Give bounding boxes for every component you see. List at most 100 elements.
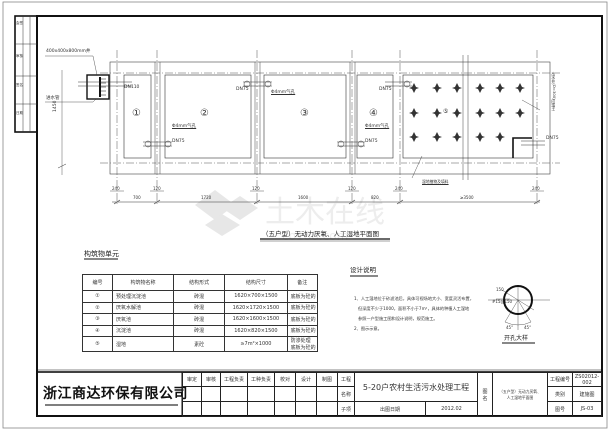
hole-radius-label: 150 (496, 287, 504, 292)
dimension-text: 700 (133, 195, 141, 200)
table-row: ④ 沉淀池 砖混 1620×820×1500 底板为砼的 (81, 324, 319, 337)
wetland-note: 湿地植物及填料 (422, 179, 449, 184)
category-value: 建施图 (572, 386, 602, 402)
project-no-label: 工程编号 (547, 372, 573, 387)
design-note-line: 2、图示示意。 (354, 326, 382, 331)
project-label: 工程 (337, 372, 355, 387)
cell-name: 厌氧池 (112, 313, 174, 326)
cell-no: ④ (81, 324, 114, 337)
company-name: 浙江商达环保有限公司 (43, 386, 188, 402)
table-row: ② 厌氧水解池 砖混 1620×1720×1500 底板为砼的 (81, 301, 319, 314)
table-row: ① 预处理沉淀池 砖混 1620×700×1500 底板为砼的 (81, 290, 319, 303)
cell-note: 防渗处理 底板为砼的 (286, 336, 319, 352)
cell-note: 底板为砼的 (286, 290, 319, 303)
cell-no: ⑤ (81, 336, 114, 352)
dn75-label: DN75 (365, 139, 378, 144)
tank-3-label: ③ (300, 108, 309, 119)
dimension-text: ≥3500 (460, 195, 474, 200)
component-table-title: 构筑物单元 (84, 250, 119, 258)
header-cell: 结构形式 (172, 274, 226, 291)
sign-header: 审定 (182, 372, 202, 387)
dimension-text: 120 (252, 186, 260, 191)
dimension-text: 120 (348, 186, 356, 191)
table-row: ③ 厌氧池 砖混 1620×1600×1500 底板为砼的 (81, 313, 319, 326)
hole-spec-label: #15@150 (492, 299, 513, 304)
cell-structure: 砖混 (172, 324, 226, 337)
tank-2-label: ② (200, 108, 209, 119)
cell-name: 厌氧水解池 (112, 301, 174, 314)
wetland-label: ⑤ (443, 108, 449, 115)
dimension-text: 240 (112, 186, 120, 191)
sheet-no: JS-03 (572, 401, 602, 417)
subitem-label: 子项 (337, 401, 355, 417)
sign-header: 工种负责 (247, 372, 275, 387)
sign-header: 设计 (295, 372, 317, 387)
cell-note: 底板为砼的 (286, 324, 319, 337)
project-label: 名称 (337, 386, 355, 402)
dn75-label: DN75 (379, 87, 392, 92)
cell-name: 沉淀池 (112, 324, 174, 337)
component-table: 编号 构筑物名称 结构形式 结构尺寸 备注 ① 预处理沉淀池 砖混 1620×7… (81, 274, 319, 352)
svg-text:土木在线: 土木在线 (265, 195, 385, 230)
cell-note: 底板为砼的 (286, 313, 319, 326)
plan-title: （五户型）无动力厌氧、人工湿地平面图 (262, 230, 379, 238)
cell-size: ≥7m²×1000 (224, 336, 288, 352)
design-note-line: 1、人工湿地位于砂滤池后，具体可视场地大小、宽度灵活布置， (354, 296, 474, 301)
dimension-text: 240 (532, 186, 540, 191)
design-notes-title: 设计说明 (350, 266, 376, 274)
cell-structure: 砖混 (172, 290, 226, 303)
binding-strip-cell: 会签 (16, 21, 23, 25)
vent-hole-label: Φ4mm气孔 (172, 124, 197, 129)
cell-size: 1620×1600×1500 (224, 313, 288, 326)
outlet-note: 出水井(D=300)回填土 (551, 72, 557, 112)
binding-strip-cell: 签名 (16, 83, 23, 87)
cell-name: 预处理沉淀池 (112, 290, 174, 303)
angle-right-label: 45° (524, 325, 532, 330)
dimension-text: 1720 (201, 195, 212, 200)
cell-size: 1620×820×1500 (224, 324, 288, 337)
header-cell: 结构尺寸 (224, 274, 288, 291)
drawing-name-line: 人工湿地平面图 (506, 394, 534, 400)
table-header-row: 编号 构筑物名称 结构形式 结构尺寸 备注 (81, 274, 319, 291)
dn75-label: DN75 (236, 87, 249, 92)
angle-left-label: 45° (506, 325, 514, 330)
cell-no: ① (81, 290, 114, 303)
date-label: 出图日期 (354, 401, 426, 417)
cell-note: 底板为砼的 (286, 301, 319, 314)
table-row: ⑤ 湿地 素砼 ≥7m²×1000 防渗处理 底板为砼的 (81, 336, 319, 352)
sign-header: 审核 (201, 372, 221, 387)
dimension-text: 120 (153, 186, 161, 191)
inlet-well-label: 400x400x800mm井 (46, 49, 91, 54)
project-name: 5-20户农村生活污水处理工程 (354, 372, 478, 402)
tank-4-label: ④ (369, 108, 378, 119)
title-block: 审定 审核 工程负责 工种负责 校对 设计 制图 工程 5-20户农村生活污水处… (182, 372, 602, 417)
sign-header: 校对 (274, 372, 296, 387)
dn75-label: DN75 (172, 139, 185, 144)
tank-1-label: ① (132, 108, 141, 119)
category-label: 类别 (547, 386, 573, 402)
drawing-label-2: 名 (482, 395, 488, 402)
cell-structure: 素砼 (172, 336, 226, 352)
header-cell: 备注 (286, 274, 319, 291)
drawing-name-line: （五户型）无动力厌氧、 (499, 388, 541, 394)
drawing-label-1: 图 (482, 388, 488, 395)
inlet-pipe-label: 进水管 (46, 96, 60, 101)
vent-hole-label: Φ4mm气孔 (365, 124, 390, 129)
design-note-line: 但深度不少于1000，面积不小于7m²，具体的种植人工湿地 (358, 306, 470, 311)
sheet-no-label: 图号 (547, 401, 573, 417)
binding-strip-cell: 审核 (16, 54, 23, 58)
header-cell: 构筑物名称 (112, 274, 174, 291)
design-note-line: 参照一户型施工图和设计说明，规范施工。 (358, 316, 438, 321)
dimension-text: 1600 (298, 195, 309, 200)
date-value: 2012.02 (425, 401, 478, 417)
cell-structure: 砖混 (172, 301, 226, 314)
dn110-label: DN110 (124, 85, 140, 90)
drawing-label: 图名 (477, 372, 493, 417)
depth-dimension: 1450 (53, 100, 58, 112)
cell-size: 1620×700×1500 (224, 290, 288, 303)
dimension-text: 820 (371, 195, 379, 200)
cell-name: 湿地 (112, 336, 174, 352)
project-no: ZS02012-002 (572, 372, 602, 387)
sign-header: 工程负责 (220, 372, 248, 387)
